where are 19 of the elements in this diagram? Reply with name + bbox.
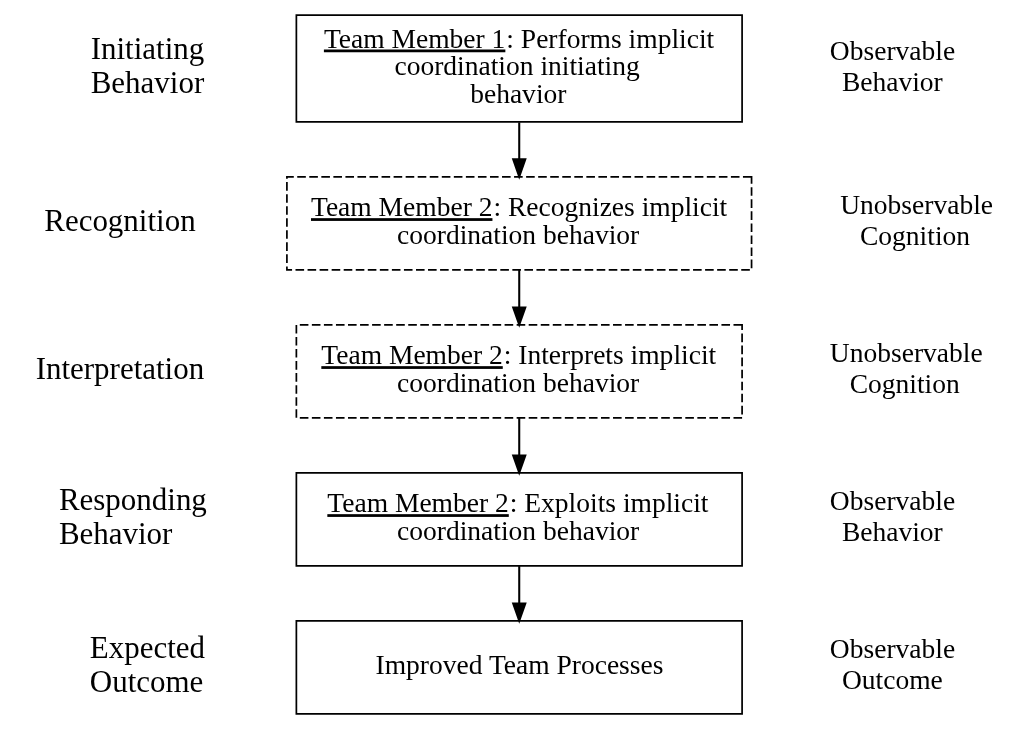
node-label: Observable Outcome: [829, 633, 956, 696]
arrow: [511, 270, 527, 328]
arrow: [511, 418, 527, 476]
node-box: Improved Team Processes: [295, 620, 743, 715]
node-box: Team Member 2: Interprets implicit coordination behavior: [295, 324, 743, 419]
node-box: Team Member 2: Exploits implicit coordination behavior: [295, 472, 743, 567]
node-label: Unobservable Cognition: [829, 337, 983, 400]
node-box: Team Member 2: Recognizes implicit coordination behavior: [286, 176, 753, 271]
node-label: Expected Outcome: [89, 629, 206, 700]
node-label: Observable Behavior: [829, 34, 956, 97]
arrow: [511, 122, 527, 180]
node-box: Team Member 1: Performs implicit coordination initiating behavior: [295, 14, 743, 123]
node-label: Responding Behavior: [58, 481, 207, 552]
node-label: Interpretation: [35, 350, 205, 386]
node-label: Observable Behavior: [829, 485, 956, 548]
node-label: Recognition: [44, 202, 196, 238]
node-label: Unobservable Cognition: [840, 189, 994, 252]
arrow: [511, 566, 527, 624]
node-label: Initiating Behavior: [90, 30, 205, 101]
